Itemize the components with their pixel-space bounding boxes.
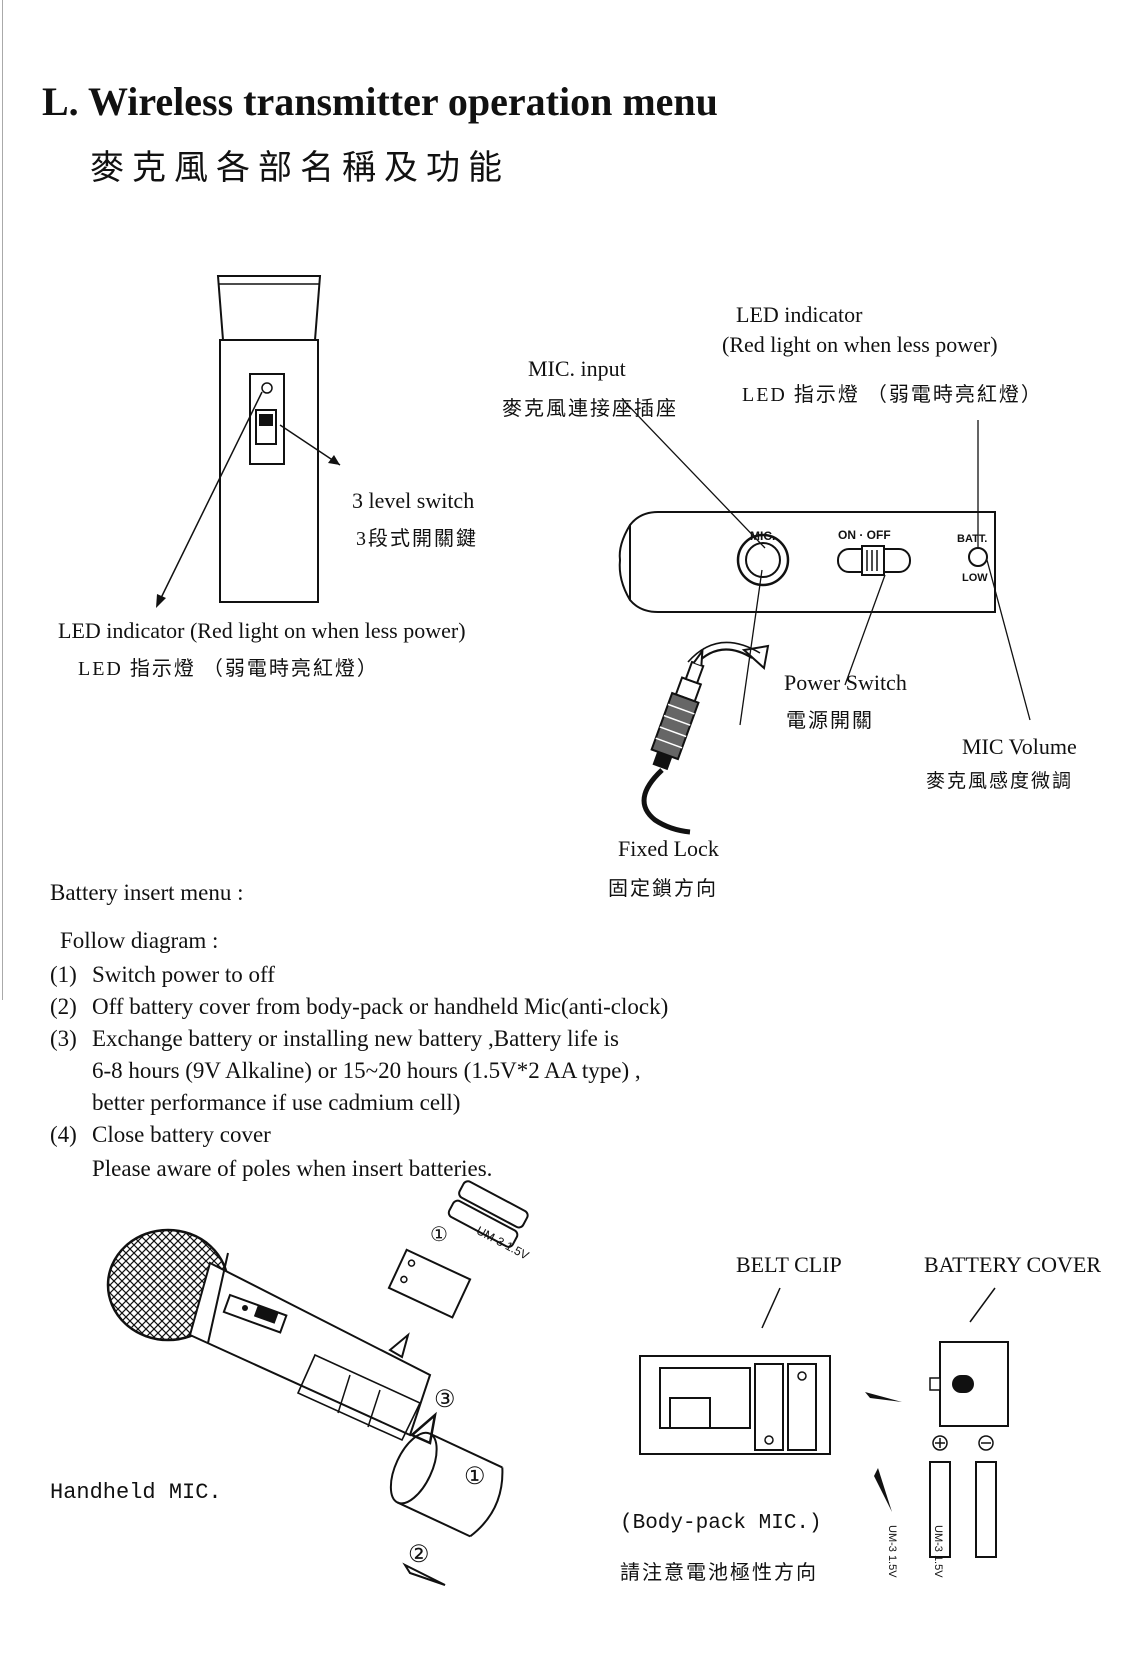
- step-text: Switch power to off: [92, 962, 275, 987]
- step-text: Off battery cover from body-pack or hand…: [92, 994, 669, 1019]
- panel-onoff-text: ON · OFF: [838, 528, 891, 542]
- led-label-right-en2: (Red light on when less power): [722, 332, 998, 357]
- transmitter-body: [219, 339, 319, 603]
- panel-low-text: LOW: [962, 572, 988, 584]
- cell-label-negative: UM-3 1.5V: [932, 1525, 944, 1578]
- switch-label-en: 3 level switch: [352, 488, 475, 513]
- step-number: (4): [50, 1122, 77, 1147]
- bodypack-label: (Body-pack MIC.): [620, 1512, 822, 1535]
- panel-batt-text: BATT.: [957, 533, 988, 545]
- transmitter-body-figure: [156, 275, 341, 608]
- marker-3: ③: [434, 1387, 456, 1413]
- page-title: L. Wireless transmitter operation menu: [42, 79, 718, 124]
- led-pointer: [159, 391, 263, 601]
- nine-volt-battery: [387, 1248, 472, 1319]
- arrow-1: [409, 1411, 437, 1445]
- led-dot: [261, 382, 273, 394]
- mic-plug: [650, 647, 705, 771]
- marker-plus-minus: ①: [430, 1224, 448, 1246]
- mic-cable: [641, 768, 691, 835]
- mic-handle: [188, 1261, 432, 1437]
- battery-cap: [389, 1431, 504, 1538]
- control-panel-figure: [618, 399, 1031, 835]
- step-4: (4) Close battery cover: [50, 1122, 271, 1148]
- transmitter-head: [216, 275, 322, 341]
- step-3-line-2: 6-8 hours (9V Alkaline) or 15~20 hours (…: [92, 1058, 641, 1083]
- fixed-lock-label-en: Fixed Lock: [618, 836, 719, 861]
- bodypack-figure: [639, 1287, 1009, 1558]
- arrow-3: [388, 1332, 410, 1359]
- batt-led: [968, 547, 988, 567]
- led-label-right-cn: LED 指示燈 （弱電時亮紅燈）: [742, 384, 1043, 406]
- handheld-mic-label: Handheld MIC.: [50, 1480, 222, 1505]
- mic-volume-label-en: MIC Volume: [962, 734, 1077, 759]
- battery-cover-label: BATTERY COVER: [924, 1252, 1102, 1277]
- follow-diagram: Follow diagram :: [60, 928, 219, 953]
- step-number: (1): [50, 962, 77, 987]
- panel-outline: [629, 511, 996, 613]
- cell-label-positive: UM-3 1.5V: [886, 1525, 898, 1578]
- switch-pointer: [279, 424, 341, 466]
- mic-input-label-en: MIC. input: [528, 356, 626, 381]
- fixed-lock-label-cn: 固定鎖方向: [608, 878, 718, 900]
- step-1: (1) Switch power to off: [50, 962, 275, 988]
- mic-jack: [736, 533, 790, 587]
- bodypack-case: [639, 1355, 831, 1455]
- transmitter-control-plate: [249, 373, 285, 465]
- aa-cells: [447, 1180, 529, 1248]
- battery-menu-title: Battery insert menu :: [50, 880, 244, 905]
- panel-mic-text: MIC.: [750, 529, 776, 543]
- step-text: Exchange battery or installing new batte…: [92, 1026, 619, 1051]
- page-subtitle: 麥克風各部名稱及功能: [90, 150, 510, 187]
- arrow-2: [402, 1562, 446, 1586]
- mic-volume-label-cn: 麥克風感度微調: [926, 771, 1074, 792]
- switch-label-cn: 3段式開關鍵: [356, 528, 478, 550]
- handheld-mic-figure: [106, 1180, 529, 1586]
- cell-positive: [929, 1461, 951, 1558]
- step-3-line-3: better performance if use cadmium cell): [92, 1090, 461, 1115]
- power-switch-label-en: Power Switch: [784, 670, 907, 695]
- step-2: (2) Off battery cover from body-pack or h…: [50, 994, 668, 1020]
- step-4-line-2: Please aware of poles when insert batter…: [92, 1156, 493, 1181]
- power-switch-label-cn: 電源開關: [786, 710, 874, 732]
- marker-1: ①: [464, 1464, 486, 1490]
- scan-margin-line: [2, 0, 3, 1000]
- led-label-left-en: LED indicator (Red light on when less po…: [58, 618, 466, 643]
- polarity-note-cn: 請注意電池極性方向: [620, 1562, 818, 1584]
- led-label-right-en: LED indicator: [736, 302, 863, 327]
- belt-clip-label: BELT CLIP: [736, 1252, 842, 1277]
- marker-2: ②: [408, 1542, 430, 1568]
- step-text: Close battery cover: [92, 1122, 271, 1147]
- step-3: (3) Exchange battery or installing new ba…: [50, 1026, 619, 1052]
- step-number: (3): [50, 1026, 77, 1051]
- step-number: (2): [50, 994, 77, 1019]
- mic-input-label-cn: 麥克風連接座插座: [502, 398, 678, 420]
- cell-negative: [975, 1461, 997, 1558]
- led-label-left-cn: LED 指示燈 （弱電時亮紅燈）: [78, 658, 379, 680]
